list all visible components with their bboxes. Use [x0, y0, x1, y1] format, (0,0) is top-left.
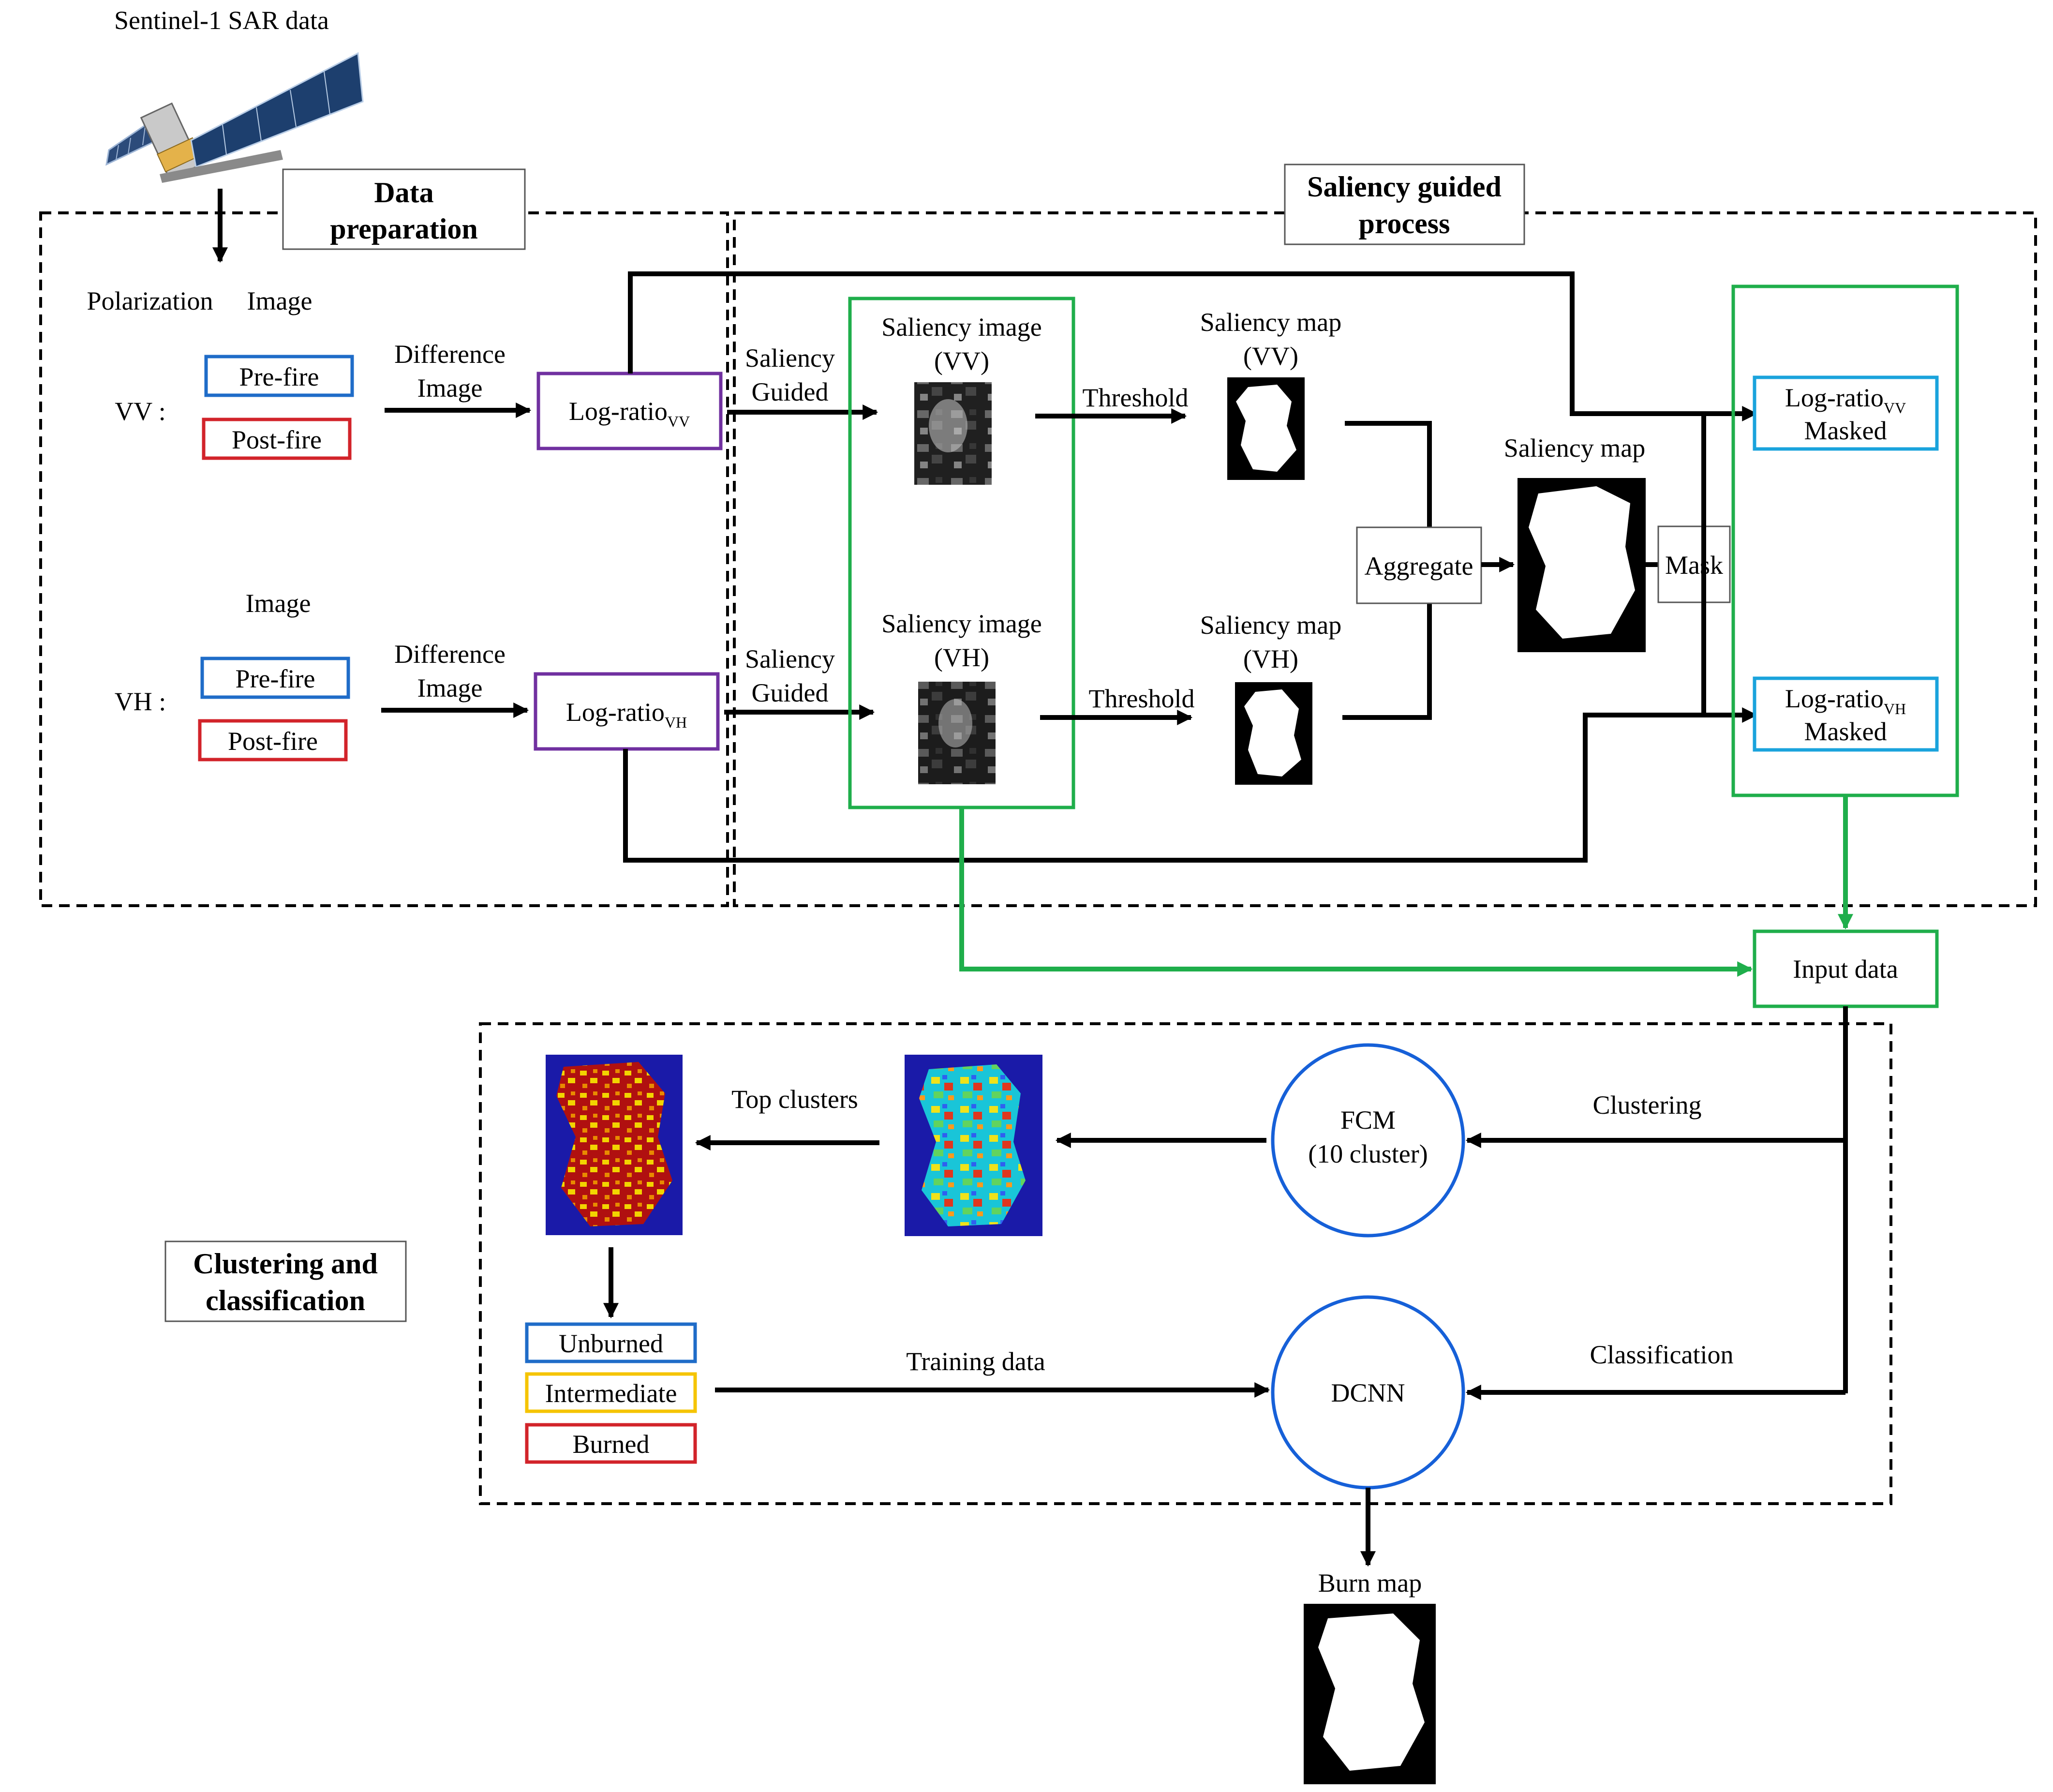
vh-bypass-connector: [623, 707, 1758, 863]
vv-label: VV :: [115, 397, 166, 426]
classification-label: Classification: [1590, 1340, 1734, 1369]
difference-vh-line-1: Difference: [394, 640, 506, 669]
difference-vv-line-1: Difference: [394, 340, 506, 369]
pre-fire-vv-label: Pre-fire: [239, 362, 319, 391]
saliency-process-line-1: Saliency guided: [1307, 171, 1502, 203]
saliency-map-vh-line-2: (VH): [1243, 644, 1298, 673]
difference-vh-line-2: Image: [417, 673, 483, 702]
log-ratio-vh-sub: VH: [665, 714, 687, 731]
pre-fire-vh: Pre-fire: [200, 657, 350, 699]
training-data-label: Training data: [906, 1347, 1045, 1376]
sentinel-title: Sentinel-1 SAR data: [114, 6, 329, 35]
class-burned-label: Burned: [573, 1430, 650, 1459]
pre-fire-vh-label: Pre-fire: [236, 664, 315, 693]
saliency-map-vv: [1227, 377, 1305, 480]
pre-fire-vv: Pre-fire: [204, 355, 354, 397]
class-unburned: Unburned: [525, 1322, 697, 1363]
saliency-guided-vh-line-2: Guided: [752, 678, 829, 707]
mask-box: Mask: [1657, 525, 1731, 603]
top-clusters-label: Top clusters: [731, 1085, 858, 1114]
fcm-line-2: (10 cluster): [1308, 1139, 1428, 1168]
input-data-box: Input data: [1753, 929, 1939, 1008]
polarization-header: Polarization: [87, 286, 213, 315]
data-preparation-title: Data preparation: [282, 168, 526, 250]
log-ratio-vh-box: Log-ratioVH: [534, 672, 720, 751]
post-fire-vv-label: Post-fire: [232, 425, 322, 454]
saliency-image-vh-line-2: (VH): [934, 643, 989, 672]
burn-map-image: [1304, 1604, 1436, 1784]
burn-map-label: Burn map: [1318, 1568, 1422, 1598]
masked-vv-label: Masked: [1804, 416, 1887, 445]
data-preparation-line-1: Data: [374, 177, 433, 209]
masked-vv-sub: VV: [1884, 399, 1906, 417]
class-intermediate-label: Intermediate: [545, 1379, 677, 1408]
clustering-line-2: classification: [206, 1284, 365, 1316]
masked-vv-base: Log-ratio: [1785, 383, 1884, 412]
aggregate-vh-connector: [1342, 603, 1432, 720]
vv-bypass-connector: [628, 271, 1758, 422]
saliency-map-vv-line-1: Saliency map: [1200, 308, 1341, 337]
fcm-node: FCM (10 cluster): [1271, 1043, 1465, 1238]
saliency-image-vv: [914, 382, 992, 485]
saliency-process-line-2: process: [1359, 208, 1450, 239]
top-clusters-image: [546, 1055, 683, 1235]
svg-text:Log-ratioVH: Log-ratioVH: [566, 698, 687, 731]
dcnn-node: DCNN: [1271, 1295, 1465, 1490]
vh-label: VH :: [115, 687, 166, 716]
saliency-guided-vv-line-1: Saliency: [745, 343, 835, 373]
saliency-map-vh-line-1: Saliency map: [1200, 611, 1341, 640]
difference-vv-line-2: Image: [417, 373, 483, 403]
saliency-image-vv-line-2: (VV): [934, 346, 989, 375]
saliency-to-input-arrow: [959, 807, 1753, 977]
fcm-line-1: FCM: [1340, 1105, 1396, 1135]
class-burned: Burned: [525, 1423, 697, 1464]
post-fire-vv: Post-fire: [202, 418, 352, 460]
saliency-image-vh: [918, 682, 996, 784]
dcnn-label: DCNN: [1331, 1378, 1405, 1407]
class-unburned-label: Unburned: [559, 1329, 663, 1358]
saliency-map-vv-line-2: (VV): [1243, 342, 1298, 371]
clustering-label: Clustering: [1593, 1090, 1702, 1120]
saliency-guided-vh-line-1: Saliency: [745, 644, 835, 673]
satellite-icon: [105, 52, 364, 183]
svg-text:Log-ratioVV: Log-ratioVV: [569, 397, 690, 430]
log-ratio-vv-sub: VV: [668, 413, 690, 430]
class-intermediate: Intermediate: [525, 1372, 697, 1413]
data-preparation-region: [39, 211, 729, 907]
saliency-image-vh-line-1: Saliency image: [881, 609, 1041, 638]
clustering-line-1: Clustering and: [193, 1248, 378, 1280]
fcm-cluster-image: [905, 1055, 1042, 1236]
image-header-vh: Image: [246, 589, 311, 618]
masked-vh-sub: VH: [1884, 700, 1906, 717]
log-ratio-vh-base: Log-ratio: [566, 698, 665, 727]
aggregate-vv-connector: [1345, 421, 1432, 527]
log-ratio-vv-masked-box: Log-ratioVV Masked: [1753, 375, 1939, 451]
data-preparation-line-2: preparation: [330, 213, 478, 245]
svg-text:Log-ratioVV: Log-ratioVV: [1785, 383, 1906, 417]
svg-text:Log-ratioVH: Log-ratioVH: [1785, 684, 1906, 717]
log-ratio-vv-base: Log-ratio: [569, 397, 668, 426]
saliency-map-label: Saliency map: [1504, 433, 1645, 463]
aggregate-box: Aggregate: [1356, 526, 1482, 604]
mask-label: Mask: [1665, 551, 1723, 580]
clustering-title: Clustering and classification: [164, 1240, 407, 1322]
post-fire-vh: Post-fire: [198, 719, 348, 762]
saliency-process-title: Saliency guided process: [1284, 164, 1525, 245]
saliency-map-vh: [1235, 682, 1312, 785]
log-ratio-vh-masked-box: Log-ratioVH Masked: [1753, 676, 1939, 752]
input-data-label: Input data: [1793, 955, 1898, 984]
threshold-vh-label: Threshold: [1089, 684, 1195, 713]
saliency-guided-vv-line-2: Guided: [752, 377, 829, 406]
masked-vh-base: Log-ratio: [1785, 684, 1884, 713]
clustering-region: [479, 1022, 1892, 1505]
saliency-image-vv-line-1: Saliency image: [881, 313, 1041, 342]
aggregate-label: Aggregate: [1365, 552, 1473, 581]
threshold-vv-label: Threshold: [1083, 383, 1189, 412]
saliency-map-aggregated: [1517, 478, 1646, 652]
log-ratio-vv-box: Log-ratioVV: [536, 372, 723, 450]
masked-vh-label: Masked: [1804, 717, 1887, 746]
post-fire-vh-label: Post-fire: [228, 727, 318, 756]
image-header: Image: [247, 286, 312, 315]
